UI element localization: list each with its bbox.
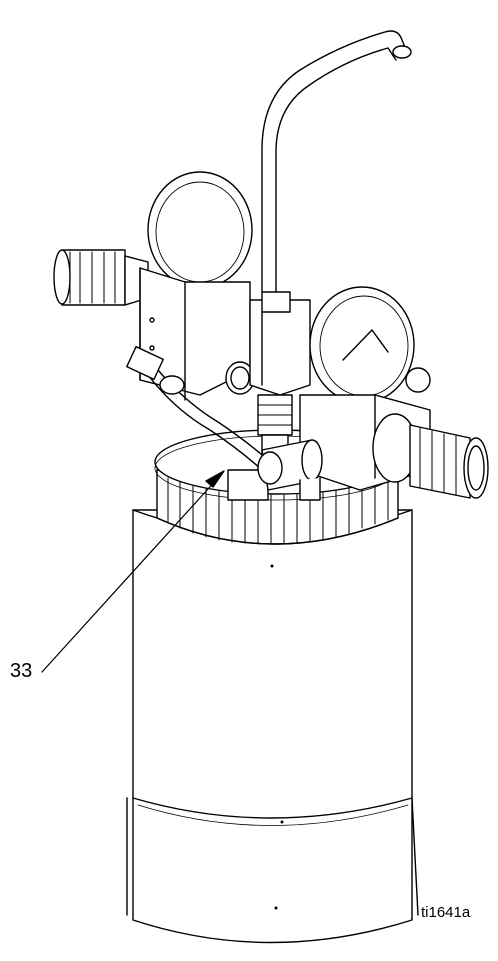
right-pressure-gauge (310, 287, 414, 412)
callout-leader (42, 471, 224, 672)
left-regulator-body (140, 268, 254, 400)
hose-fitting-left (127, 347, 184, 394)
right-regulator-knob (373, 414, 488, 498)
pressure-cup-canister (127, 510, 418, 943)
fluid-tube (262, 31, 411, 292)
figure-id: ti1641a (421, 904, 471, 921)
left-regulator-knob (54, 250, 148, 305)
callout-number: 33 (10, 660, 33, 682)
lid-fitting (228, 440, 322, 500)
central-manifold (250, 292, 310, 457)
